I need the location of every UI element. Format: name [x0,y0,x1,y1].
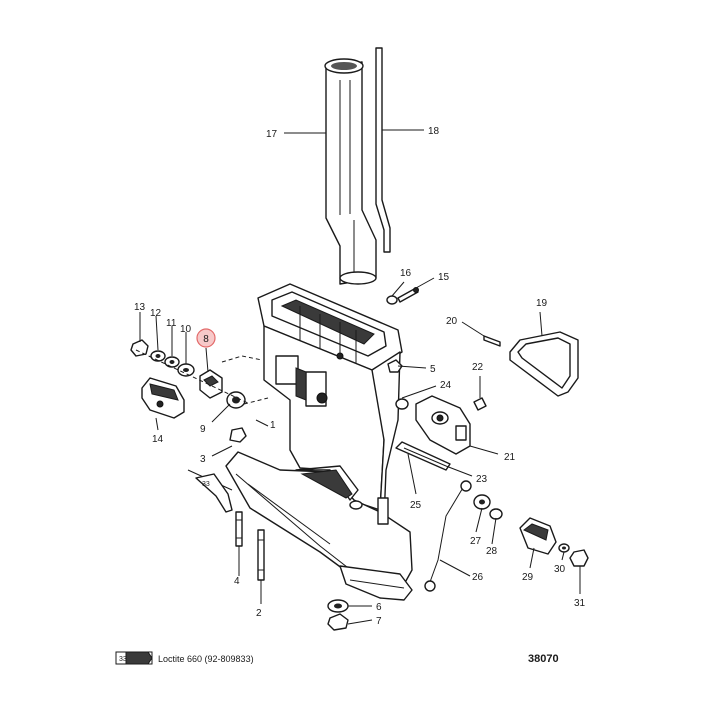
callout-8[interactable]: 8 [203,334,209,345]
sealant-note: Loctite 660 (92-809833) [158,654,254,664]
callout-12: 12 [150,308,162,319]
callout-16: 16 [400,268,412,279]
callout-13: 13 [134,302,146,313]
stud-parts [235,511,265,604]
callout-17: 17 [266,129,278,140]
callout-8-highlight[interactable]: 8 [196,328,216,348]
callout-29: 29 [522,572,534,583]
callout-4: 4 [234,576,240,587]
callout-27: 27 [470,536,482,547]
callout-24: 24 [440,380,452,391]
left-mount-assembly [130,339,269,419]
callout-14: 14 [152,434,164,445]
callout-26: 26 [472,572,484,583]
callout-28: 28 [486,546,498,557]
callout-6: 6 [376,602,382,613]
callout-23: 23 [476,474,488,485]
callout-18: 18 [428,126,440,137]
callout-21: 21 [504,452,516,463]
highlight-ring[interactable] [196,328,216,348]
callout-5: 5 [430,364,436,375]
callout-2: 2 [256,608,262,619]
callout-20: 20 [446,316,458,327]
gearcase-housing-part [225,283,413,601]
callout-33: 33 [202,481,210,488]
callout-labels: 17 18 16 15 19 20 5 22 24 21 23 25 27 28… [134,126,586,627]
callout-7: 7 [376,616,382,627]
sealant-tag-33: 33 [195,473,233,513]
callout-30: 30 [554,564,566,575]
callout-9: 9 [200,424,206,435]
footer-legend: 33 Loctite 660 (92-809833) 38070 [115,651,559,665]
shift-rod-part [375,47,391,253]
callout-22: 22 [472,362,484,373]
callout-19: 19 [536,298,548,309]
driveshaft-tube-part [324,58,377,285]
callout-31: 31 [574,598,586,609]
diagram-reference-number: 38070 [528,653,559,665]
callout-1: 1 [270,420,276,431]
callout-25: 25 [410,500,422,511]
nut-part-3 [211,427,247,457]
callout-3: 3 [200,454,206,465]
sealant-badge: 33 [119,656,127,663]
callout-10: 10 [180,324,192,335]
leader-lines [139,129,581,625]
callout-15: 15 [438,272,450,283]
callout-11: 11 [166,318,177,329]
right-side-assembly [327,287,589,631]
